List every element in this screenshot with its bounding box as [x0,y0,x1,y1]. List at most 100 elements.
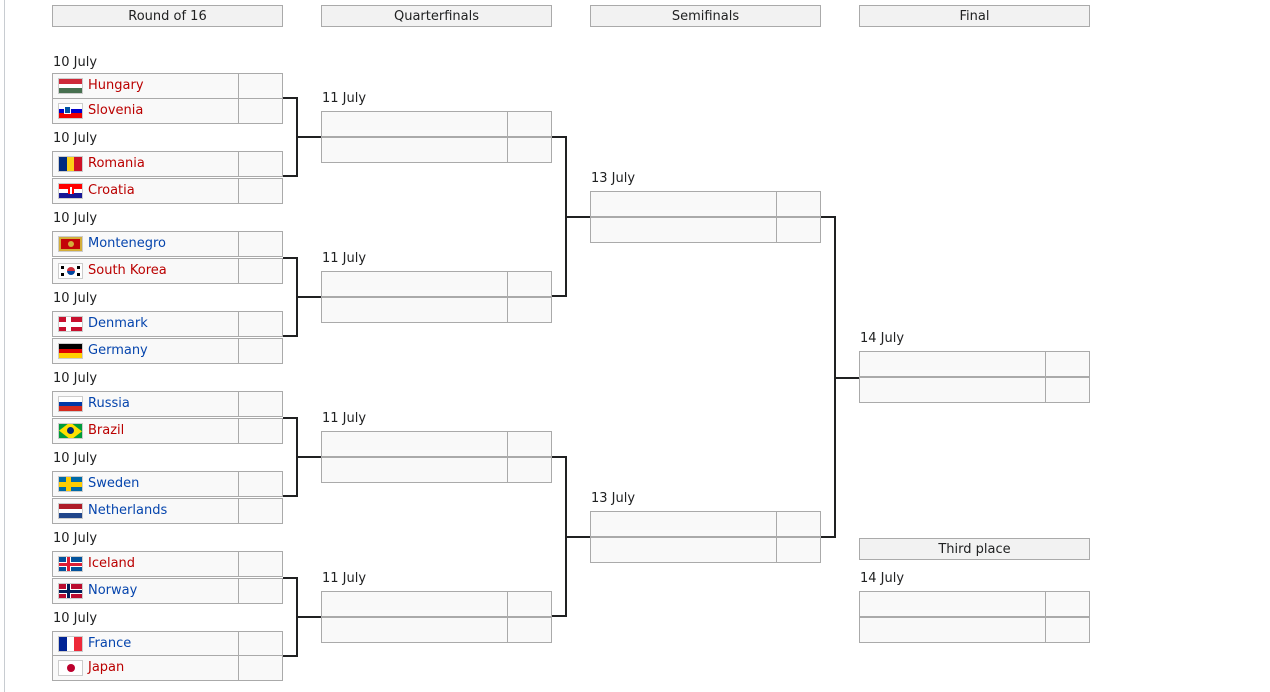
table-row [859,377,1090,403]
match-date: 10 July [53,131,98,146]
bracket-line [552,615,566,617]
score-cell [508,592,551,616]
header-final: Final [859,5,1090,27]
team-cell: Russia [53,392,239,416]
team-cell [322,298,508,322]
header-round-of-16: Round of 16 [52,5,283,27]
team-cell [860,592,1046,616]
team-name-link[interactable]: Norway [88,583,138,598]
bracket-line [297,136,321,138]
team-name-link[interactable]: Romania [88,156,145,171]
bracket-line [821,536,835,538]
team-cell [322,112,508,136]
team-cell [322,432,508,456]
score-cell [239,632,282,656]
bracket-line [283,175,297,177]
table-row: Romania [52,151,283,177]
iceland-flag-icon [58,556,83,572]
table-row [321,137,552,163]
page-left-border [4,0,5,692]
team-name-link[interactable]: Croatia [88,183,135,198]
match-date: 10 July [53,291,98,306]
team-cell: Croatia [53,179,239,203]
hungary-flag-icon [58,78,83,94]
table-row [321,271,552,297]
team-cell [591,192,777,216]
slovenia-flag-icon [58,103,83,119]
team-name-link[interactable]: Germany [88,343,148,358]
team-cell: Netherlands [53,499,239,523]
team-cell [860,352,1046,376]
team-cell: Iceland [53,552,239,576]
team-cell: France [53,632,239,656]
team-cell [322,138,508,162]
match-date: 10 July [53,211,98,226]
team-cell [322,272,508,296]
score-cell [1046,378,1089,402]
bracket-line [566,216,590,218]
france-flag-icon [58,636,83,652]
team-cell: Romania [53,152,239,176]
team-name-link[interactable]: Japan [88,660,125,675]
table-row [321,297,552,323]
team-name-link[interactable]: Sweden [88,476,140,491]
team-name-link[interactable]: South Korea [88,263,167,278]
team-cell: Sweden [53,472,239,496]
match-date: 14 July [860,331,905,346]
bracket-line [283,335,297,337]
germany-flag-icon [58,343,83,359]
table-row: Netherlands [52,498,283,524]
bracket-line [552,456,566,458]
team-name-link[interactable]: France [88,636,132,651]
table-row: Russia [52,391,283,417]
table-row [590,191,821,217]
bracket-line [566,536,590,538]
team-name-link[interactable]: Russia [88,396,130,411]
team-cell: Denmark [53,312,239,336]
team-name-link[interactable]: Denmark [88,316,148,331]
japan-flag-icon [58,660,83,676]
team-cell [591,538,777,562]
team-name-link[interactable]: Montenegro [88,236,167,251]
match-date: 11 July [322,91,367,106]
bracket-line [835,377,859,379]
bracket-line [283,257,297,259]
croatia-flag-icon [58,183,83,199]
score-cell [239,419,282,443]
team-cell: Norway [53,579,239,603]
score-cell [239,99,282,123]
bracket-line [283,97,297,99]
score-cell [508,458,551,482]
bracket-line [297,296,321,298]
table-row [859,591,1090,617]
bracket-line [552,295,566,297]
table-row: France [52,631,283,657]
team-cell [322,618,508,642]
team-name-link[interactable]: Hungary [88,78,144,93]
score-cell [239,339,282,363]
score-cell [1046,352,1089,376]
table-row [321,431,552,457]
team-name-link[interactable]: Slovenia [88,103,144,118]
table-row [590,537,821,563]
header-semifinals: Semifinals [590,5,821,27]
russia-flag-icon [58,396,83,412]
table-row [590,217,821,243]
table-row: South Korea [52,258,283,284]
score-cell [508,298,551,322]
bracket-line [283,655,297,657]
team-cell [322,592,508,616]
match-date: 10 July [53,371,98,386]
team-cell: Hungary [53,74,239,98]
team-name-link[interactable]: Brazil [88,423,125,438]
table-row: Slovenia [52,98,283,124]
table-row: Denmark [52,311,283,337]
table-row: Montenegro [52,231,283,257]
score-cell [508,138,551,162]
table-row [321,111,552,137]
match-date: 10 July [53,531,98,546]
team-name-link[interactable]: Iceland [88,556,136,571]
score-cell [777,538,820,562]
match-date: 14 July [860,571,905,586]
team-name-link[interactable]: Netherlands [88,503,168,518]
